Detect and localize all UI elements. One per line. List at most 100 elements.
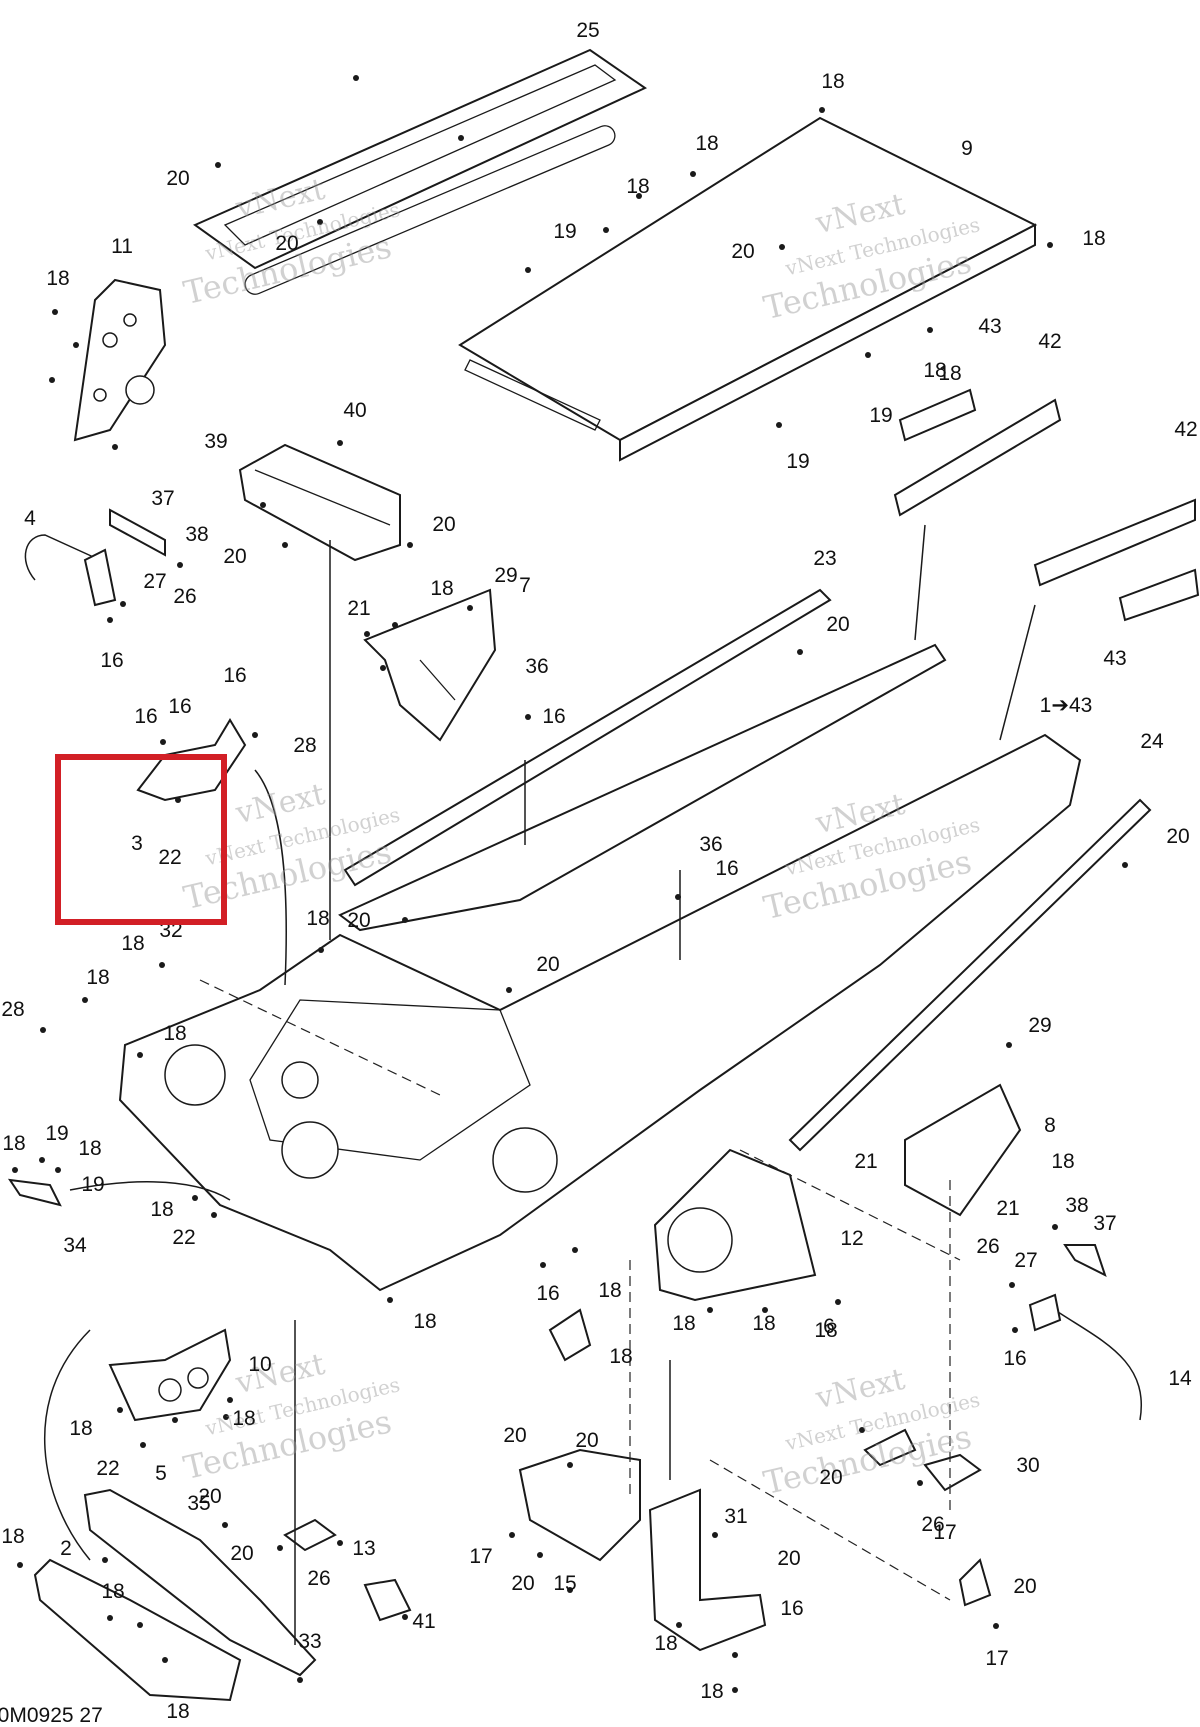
callout-number: 18: [923, 359, 946, 382]
callout-number: 8: [1044, 1114, 1056, 1137]
callout-number: 20: [777, 1547, 800, 1570]
part-1-main-frame: [118, 733, 1082, 1292]
callout-number: 16: [168, 695, 191, 718]
callout-number: 18: [2, 1132, 25, 1155]
part-25-cover-plate: [192, 48, 648, 295]
callout-number: 18: [232, 1407, 255, 1430]
callout-number: 40: [343, 399, 366, 422]
callout-number: 26: [921, 1513, 944, 1536]
callout-number: 18: [121, 932, 144, 955]
callout-number: 18: [150, 1198, 173, 1221]
part-14-15-brackets: [518, 1448, 767, 1652]
callout-number: 18: [1082, 227, 1105, 250]
callout-number: 7: [519, 574, 531, 597]
callout-number: 14: [1168, 1367, 1192, 1390]
callout-number: 20: [275, 232, 298, 255]
callout-number: 18: [1, 1525, 24, 1548]
callout-number: 18: [163, 1022, 186, 1045]
callout-number: 38: [185, 523, 208, 546]
callout-number: 28: [1, 998, 24, 1021]
callout-number: 2: [60, 1537, 72, 1560]
callout-number: 37: [151, 487, 174, 510]
callout-number: 24: [1140, 730, 1164, 753]
construction-lines: [43, 524, 1036, 1645]
callout-number: 18: [78, 1137, 101, 1160]
callout-number: 18: [598, 1279, 621, 1302]
callout-number: 20: [432, 513, 455, 536]
figure-code: 20M0925 27: [0, 1704, 103, 1727]
callout-number: 42: [1174, 418, 1197, 441]
callout-number: 15: [553, 1572, 576, 1595]
callout-number: 21: [347, 597, 370, 620]
part-tunnel-top: [338, 643, 947, 932]
callout-number: 18: [672, 1312, 695, 1335]
callout-number: 20: [1013, 1575, 1036, 1598]
callout-number: 11: [111, 235, 133, 258]
callout-number: 1➔43: [1040, 694, 1093, 717]
callout-number: 27: [143, 570, 166, 593]
callout-number: 20: [1166, 825, 1189, 848]
callout-number: 3: [131, 832, 143, 855]
callout-number: 35: [187, 1492, 210, 1515]
callout-number: 18: [1051, 1150, 1074, 1173]
callout-number: 20: [503, 1424, 526, 1447]
callout-number: 19: [869, 404, 892, 427]
callout-number: 37: [1093, 1212, 1116, 1235]
callout-number: 20: [166, 167, 189, 190]
part-4-handle: [24, 508, 166, 607]
part-9-base-plate: [458, 116, 1038, 462]
callout-number: 23: [813, 547, 836, 570]
callout-number: 16: [715, 857, 738, 880]
callout-number: 36: [699, 833, 722, 856]
part-12-side-plate: [653, 1148, 817, 1302]
callout-number: 4: [24, 507, 36, 530]
part-7-bracket: [363, 588, 497, 742]
callout-number: 21: [854, 1150, 877, 1173]
callout-number: 22: [96, 1457, 119, 1480]
callout-number: 36: [525, 655, 548, 678]
callout-number: 33: [298, 1630, 321, 1653]
callout-number: 18: [166, 1700, 189, 1723]
part-39-cross-bracket: [238, 443, 401, 562]
callout-number: 18: [752, 1312, 775, 1335]
callout-number: 42: [1038, 330, 1061, 353]
callout-number: 20: [230, 1542, 253, 1565]
callout-number: 31: [724, 1505, 747, 1528]
callout-number: 9: [961, 137, 973, 160]
callout-number: 18: [654, 1632, 677, 1655]
callout-number: 18: [700, 1680, 723, 1703]
callout-number: 27: [1014, 1249, 1037, 1272]
fastener-dots: [12, 75, 1128, 1693]
callout-number: 18: [430, 577, 453, 600]
callout-number: 38: [1065, 1194, 1088, 1217]
callout-number: 18: [69, 1417, 92, 1440]
callout-number: 28: [293, 734, 316, 757]
callout-number: 19: [786, 450, 809, 473]
callout-number: 18: [46, 267, 69, 290]
callout-number: 20: [819, 1466, 842, 1489]
callout-number: 10: [248, 1353, 271, 1376]
callout-number: 43: [1103, 647, 1126, 670]
callout-number: 41: [412, 1610, 435, 1633]
callout-number: 18: [938, 362, 961, 385]
callout-number: 18: [101, 1580, 124, 1603]
callout-number: 26: [173, 585, 196, 608]
callout-number: 16: [780, 1597, 803, 1620]
callout-number: 20: [223, 545, 246, 568]
part-42-43-strips: [893, 388, 1200, 622]
callout-number: 20: [536, 953, 559, 976]
part-10-bracket: [108, 1328, 232, 1422]
callout-number: 20: [731, 240, 754, 263]
callout-number: 21: [996, 1197, 1019, 1220]
callout-number: 18: [626, 175, 649, 198]
callout-number: 18: [609, 1345, 632, 1368]
callout-number: 18: [821, 70, 844, 93]
part-24-rail: [788, 798, 1152, 1152]
callout-number: 16: [542, 705, 565, 728]
callout-number: 13: [352, 1537, 375, 1560]
callout-number: 16: [223, 664, 246, 687]
part-small-brackets: [7, 1178, 992, 1622]
callout-number: 17: [469, 1545, 492, 1568]
